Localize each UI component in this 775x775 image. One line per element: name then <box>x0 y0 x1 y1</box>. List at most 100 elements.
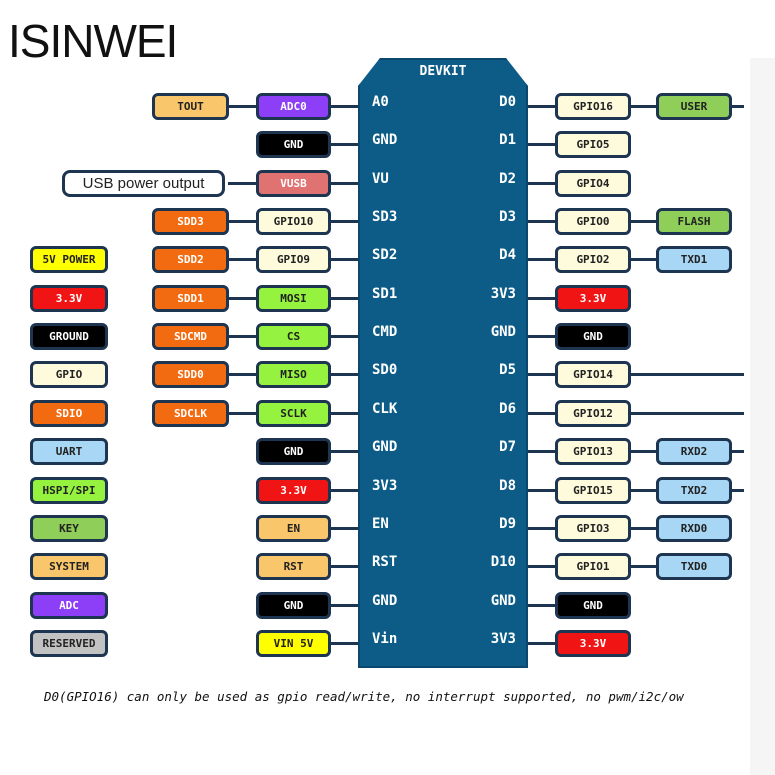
connector-line <box>528 373 556 377</box>
connector-line <box>330 335 358 339</box>
pin-function-box: MOSI <box>256 284 331 312</box>
pin-function-box: GPIO15 <box>555 476 631 504</box>
board-pin-label: VU <box>372 170 389 187</box>
pin-alt-function-box: TXD1 <box>656 246 732 274</box>
board-pin-label: SD3 <box>372 209 398 226</box>
connector-line <box>630 450 656 454</box>
footnote: D0(GPIO16) can only be used as gpio read… <box>44 689 684 704</box>
legend-item-uart: UART <box>30 438 108 466</box>
connector-line <box>330 296 358 300</box>
pin-function-box: GPIO16 <box>555 93 631 120</box>
connector-line <box>528 488 556 492</box>
connector-line <box>528 450 556 454</box>
connector-line <box>630 220 656 224</box>
board-pin-label: GND <box>372 592 398 609</box>
pin-alt-function-box: SDD1 <box>152 284 229 312</box>
board-pin-label: D5 <box>499 362 516 379</box>
connector-line <box>330 450 358 454</box>
connector-line <box>731 450 744 454</box>
pin-function-box: GND <box>256 438 331 466</box>
pin-function-box: GPIO10 <box>256 208 331 236</box>
board-pin-label: D9 <box>499 515 516 532</box>
connector-line <box>630 565 656 569</box>
board-pin-label: Vin <box>372 630 398 647</box>
pin-function-box: EN <box>256 514 331 542</box>
board-pin-label: 3V3 <box>490 630 516 647</box>
connector-line <box>528 181 556 185</box>
connector-line <box>528 296 556 300</box>
board-pin-label: D8 <box>499 477 516 494</box>
board-pin-label: GND <box>372 132 398 149</box>
connector-line <box>630 411 744 415</box>
board-pin-label: CMD <box>372 324 398 341</box>
connector-line <box>330 565 358 569</box>
board-pin-label: SD2 <box>372 247 398 264</box>
connector-line <box>228 411 256 415</box>
board-pin-label: D0 <box>499 94 516 110</box>
legend-item-5v-power: 5V POWER <box>30 246 108 274</box>
pin-function-box: RST <box>256 553 331 581</box>
board-pin-label: 3V3 <box>490 285 516 302</box>
connector-line <box>330 641 358 645</box>
board-pin-label: SD0 <box>372 362 398 379</box>
connector-line <box>330 105 358 108</box>
pin-function-box: MISO <box>256 361 331 389</box>
legend-item-hspi-spi: HSPI/SPI <box>30 476 108 504</box>
legend-item-sdio: SDIO <box>30 399 108 427</box>
connector-line <box>528 105 556 108</box>
connector-line <box>228 220 256 224</box>
legend-item-system: SYSTEM <box>30 553 108 581</box>
board-pin-label: D1 <box>499 132 516 149</box>
connector-line <box>330 220 358 224</box>
connector-line <box>630 526 656 530</box>
connector-line <box>731 488 744 492</box>
pin-function-box: GPIO3 <box>555 514 631 542</box>
pin-alt-function-box: RXD0 <box>656 514 732 542</box>
board-pin-label: D10 <box>490 554 516 571</box>
legend-item-reserved: RESERVED <box>30 629 108 657</box>
board-pin-label: GND <box>490 324 516 341</box>
connector-line <box>228 296 256 300</box>
board-pin-label: D2 <box>499 170 516 187</box>
side-panel <box>750 58 775 775</box>
connector-line <box>228 335 256 339</box>
pin-alt-function-box: SDCMD <box>152 323 229 351</box>
usb-power-label: USB power output <box>62 169 225 197</box>
pin-function-box: VUSB <box>256 169 331 197</box>
connector-line <box>228 258 256 262</box>
connector-line <box>630 373 744 377</box>
pin-function-box: GPIO4 <box>555 169 631 197</box>
pin-alt-function-box: USER <box>656 93 732 120</box>
connector-line <box>330 411 358 415</box>
pin-alt-function-box: SDD3 <box>152 208 229 236</box>
pin-alt-function-box: TXD2 <box>656 476 732 504</box>
pin-alt-function-box: SDCLK <box>152 399 229 427</box>
board-pin-label: D3 <box>499 209 516 226</box>
board-pin-label: EN <box>372 515 389 532</box>
pin-function-box: 3.3V <box>555 284 631 312</box>
pin-alt-function-box: TOUT <box>152 93 229 120</box>
connector-line <box>528 143 556 147</box>
connector-line <box>630 105 656 108</box>
pin-function-box: GPIO1 <box>555 553 631 581</box>
pin-function-box: ADC0 <box>256 93 331 120</box>
connector-line <box>731 105 744 108</box>
pin-function-box: GND <box>256 591 331 619</box>
pin-function-box: GND <box>555 591 631 619</box>
pin-alt-function-box: TXD0 <box>656 553 732 581</box>
legend-item-3-3v: 3.3V <box>30 284 108 312</box>
board-pin-label: D6 <box>499 400 516 417</box>
pin-function-box: GND <box>555 323 631 351</box>
pin-function-box: GPIO2 <box>555 246 631 274</box>
connector-line <box>528 258 556 262</box>
board-pin-label: D7 <box>499 439 516 456</box>
pin-function-box: GPIO13 <box>555 438 631 466</box>
pin-alt-function-box: RXD2 <box>656 438 732 466</box>
connector-line <box>228 373 256 377</box>
connector-line <box>330 488 358 492</box>
board-title: DEVKIT <box>419 64 467 79</box>
pin-function-box: GPIO14 <box>555 361 631 389</box>
connector-line <box>528 641 556 645</box>
connector-line <box>330 373 358 377</box>
